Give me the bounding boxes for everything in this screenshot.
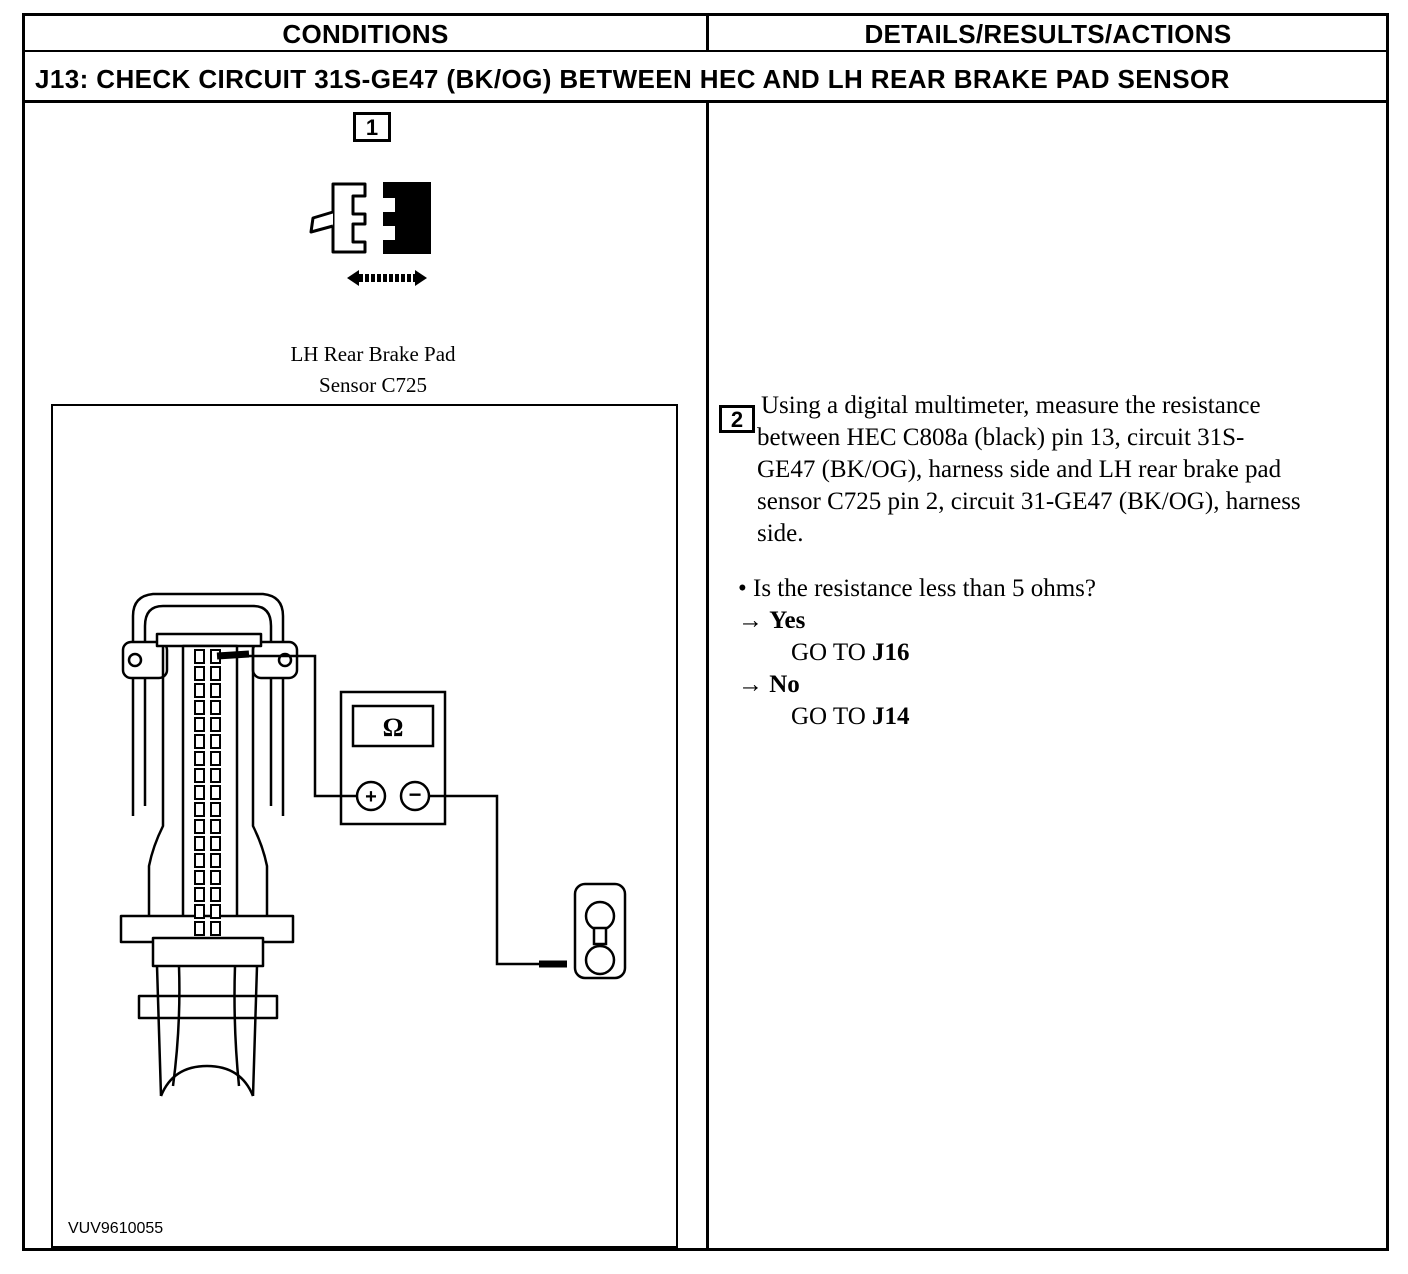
- pin-cavity: [210, 717, 221, 732]
- pin-cavity: [194, 666, 205, 681]
- pin-cavity: [194, 887, 205, 902]
- instruction-line-5: side.: [757, 520, 804, 547]
- svg-text:−: −: [409, 782, 422, 807]
- step-2-number: 2: [719, 405, 755, 433]
- yes-arrow: →: [738, 607, 763, 634]
- pin-cavity: [210, 700, 221, 715]
- pin-cavity: [194, 904, 205, 919]
- connector-caption: LH Rear Brake Pad Sensor C725: [263, 339, 483, 401]
- instruction-line-3: GE47 (BK/OG), harness side and LH rear b…: [757, 456, 1282, 483]
- details-header: DETAILS/RESULTS/ACTIONS: [864, 19, 1232, 49]
- pin-cavity: [194, 819, 205, 834]
- pin-cavity: [194, 785, 205, 800]
- pin-cavity: [210, 734, 221, 749]
- pin-cavity: [210, 921, 221, 936]
- column-divider: [706, 16, 709, 1251]
- instruction-line-2: between HEC C808a (black) pin 13, circui…: [757, 424, 1245, 451]
- no-action-prefix: GO TO: [791, 703, 873, 730]
- pin-cavity: [194, 683, 205, 698]
- pin-cavity: [194, 802, 205, 817]
- no-action: GO TO J14: [716, 701, 1096, 733]
- pin-cavity: [194, 649, 205, 664]
- step-1-number: 1: [353, 112, 391, 142]
- pin-cavity: [194, 700, 205, 715]
- pin-cavity: [210, 666, 221, 681]
- pin-cavity: [210, 819, 221, 834]
- pin-cavity: [194, 768, 205, 783]
- instruction-line-4: sensor C725 pin 2, circuit 31-GE47 (BK/O…: [757, 488, 1301, 515]
- pin-cavity: [210, 836, 221, 851]
- caption-line-2: Sensor C725: [319, 373, 427, 397]
- pin-cavity: [210, 887, 221, 902]
- result-question-block: • Is the resistance less than 5 ohms? → …: [716, 573, 1096, 733]
- instruction-line-1: Using a digital multimeter, measure the …: [761, 392, 1261, 419]
- caption-line-1: LH Rear Brake Pad: [290, 342, 456, 366]
- yes-branch: → Yes: [716, 605, 1096, 637]
- yes-action-prefix: GO TO: [791, 639, 873, 666]
- no-label: No: [769, 671, 800, 698]
- pin-cavity: [194, 870, 205, 885]
- ohm-symbol: Ω: [383, 713, 404, 742]
- connector-disconnect-icon: [309, 182, 431, 286]
- no-action-target: J14: [872, 703, 910, 730]
- pin-cavity: [194, 717, 205, 732]
- pin-cavity: [210, 870, 221, 885]
- no-branch: → No: [716, 669, 1096, 701]
- pin-cavity: [210, 853, 221, 868]
- pin-cavity: [194, 751, 205, 766]
- title-divider: [25, 100, 1386, 103]
- svg-text:+: +: [365, 786, 377, 808]
- yes-label: Yes: [769, 607, 806, 634]
- yes-action-target: J16: [872, 639, 910, 666]
- pin-cavity: [210, 785, 221, 800]
- yes-action: GO TO J16: [716, 637, 1096, 669]
- procedure-table: CONDITIONS DETAILS/RESULTS/ACTIONS J13: …: [22, 13, 1389, 1251]
- wiring-diagram: Ω + − VUV9610055: [51, 404, 678, 1248]
- step-title: J13: CHECK CIRCUIT 31S-GE47 (BK/OG) BETW…: [35, 64, 1230, 94]
- multimeter-test-illustration: Ω + −: [119, 592, 627, 1097]
- pin-cavity: [210, 802, 221, 817]
- conditions-header: CONDITIONS: [282, 19, 449, 49]
- pin-cavity: [194, 836, 205, 851]
- header-divider: [25, 50, 1386, 52]
- pin-cavity: [210, 768, 221, 783]
- step-2-instructions: Using a digital multimeter, measure the …: [733, 390, 1363, 550]
- pin-cavity: [194, 921, 205, 936]
- pin-cavity: [210, 683, 221, 698]
- pin-cavity: [194, 853, 205, 868]
- resistance-question: • Is the resistance less than 5 ohms?: [738, 575, 1096, 602]
- no-arrow: →: [738, 671, 763, 698]
- figure-id: VUV9610055: [68, 1220, 164, 1237]
- pin-cavity: [210, 904, 221, 919]
- title-row-bg: [25, 52, 1386, 100]
- pin-cavity: [194, 734, 205, 749]
- pin-cavity: [210, 751, 221, 766]
